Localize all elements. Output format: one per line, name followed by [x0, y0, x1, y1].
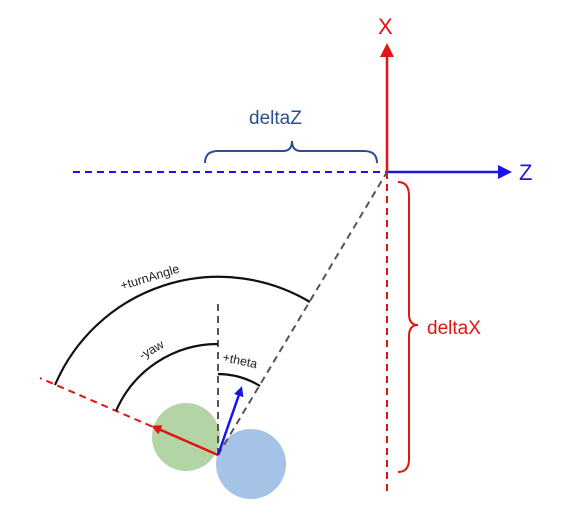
- delta-z-label: deltaZ: [249, 108, 302, 129]
- heading-guide-line: [39, 377, 219, 456]
- delta-x-brace: [397, 181, 419, 473]
- x-axis-label: X: [378, 14, 393, 39]
- blue-circle: [216, 429, 286, 499]
- target-vector: [216, 386, 244, 456]
- heading-vector: [151, 425, 219, 457]
- turn-angle-label: +turnAngle: [119, 262, 181, 293]
- green-circle: [152, 403, 220, 471]
- turn-angle-arc: [53, 275, 311, 386]
- yaw-arc: [114, 342, 219, 412]
- delta-z-brace: [204, 140, 378, 164]
- delta-x-label: deltaX: [427, 318, 481, 339]
- target-guide-line: [217, 171, 388, 456]
- z-axis-label: Z: [519, 160, 532, 185]
- theta-label: +theta: [221, 350, 258, 371]
- theta-arc: [217, 372, 261, 387]
